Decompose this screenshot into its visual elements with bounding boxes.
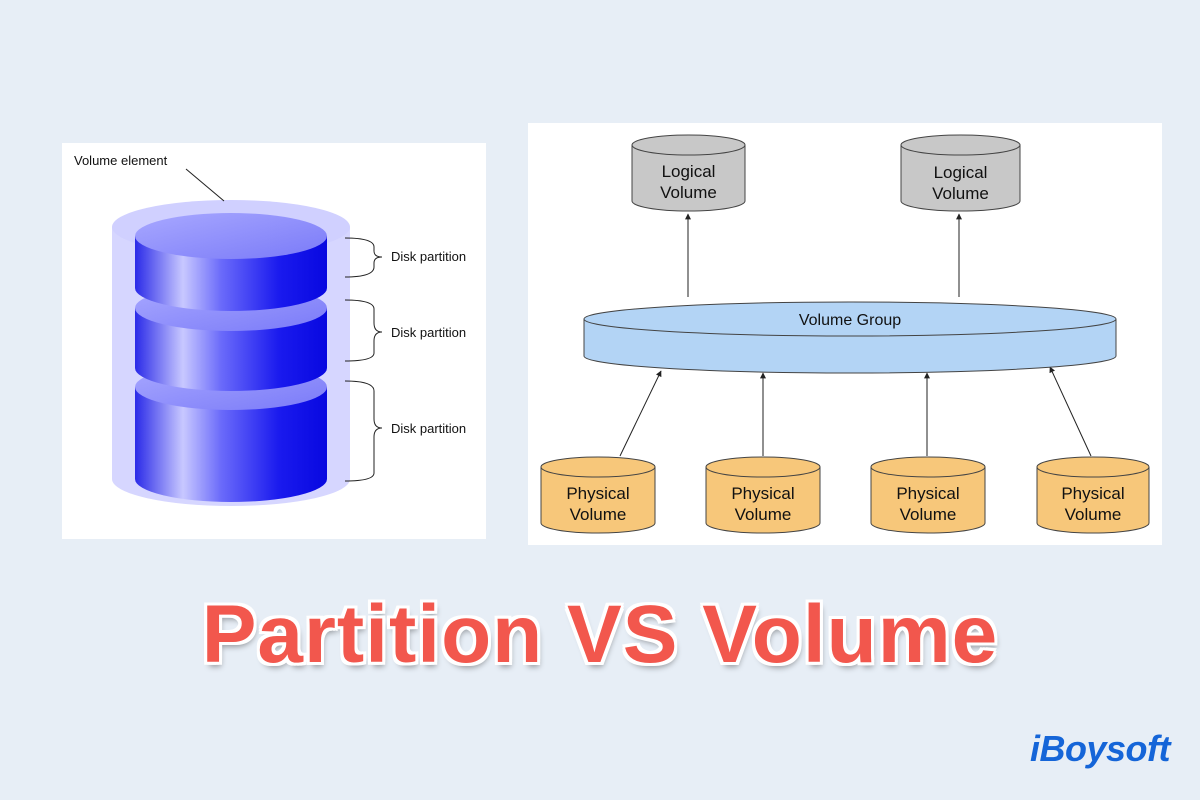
headline-title: Partition VS Volume [201, 589, 999, 680]
arrow-pv1 [619, 370, 662, 457]
physical-volume-2: Physical Volume [705, 456, 821, 534]
volume-element-label: Volume element [74, 153, 168, 168]
physical-volume-2-line1: Physical [731, 484, 794, 503]
volume-element-leader [185, 168, 225, 202]
logical-volume-2-line1: Logical [934, 163, 988, 182]
physical-volume-4-line2: Volume [1065, 505, 1122, 524]
pv-to-vg-arrows [619, 366, 1092, 457]
disk-partition-label-3: Disk partition [391, 421, 466, 436]
partition-braces [344, 237, 383, 482]
lvm-diagram: Logical Volume Logical Volume Volume Gro… [540, 134, 1150, 534]
brace-1 [344, 237, 383, 278]
physical-volume-2-line2: Volume [735, 505, 792, 524]
brace-2 [344, 299, 383, 362]
physical-volume-1: Physical Volume [540, 456, 656, 534]
partition-diagram: Volume element Disk partition Disk parti… [74, 153, 466, 506]
physical-volume-3-line1: Physical [896, 484, 959, 503]
partition-diagram-panel: Volume element Disk partition Disk parti… [62, 143, 486, 539]
brand-logo: iBoysoft [1030, 728, 1171, 769]
logical-volume-1: Logical Volume [631, 134, 746, 212]
lvm-diagram-panel: Logical Volume Logical Volume Volume Gro… [528, 123, 1162, 545]
disk-partition-1 [135, 213, 327, 311]
volume-group-label: Volume Group [799, 312, 901, 329]
logical-volume-1-line1: Logical [662, 162, 716, 181]
disk-partition-label-2: Disk partition [391, 325, 466, 340]
disk-partition-label-1: Disk partition [391, 249, 466, 264]
volume-group: Volume Group [583, 301, 1117, 374]
physical-volume-3-line2: Volume [900, 505, 957, 524]
physical-volume-4-line1: Physical [1061, 484, 1124, 503]
physical-volume-4: Physical Volume [1036, 456, 1150, 534]
logical-volume-1-line2: Volume [660, 183, 717, 202]
physical-volume-1-line2: Volume [570, 505, 627, 524]
brace-3 [344, 380, 383, 482]
vg-to-lv-arrows [685, 213, 962, 297]
physical-volume-3: Physical Volume [870, 456, 986, 534]
arrow-pv4 [1049, 366, 1092, 457]
physical-volume-1-line1: Physical [566, 484, 629, 503]
logical-volume-2: Logical Volume [900, 134, 1021, 212]
logical-volume-2-line2: Volume [932, 184, 989, 203]
